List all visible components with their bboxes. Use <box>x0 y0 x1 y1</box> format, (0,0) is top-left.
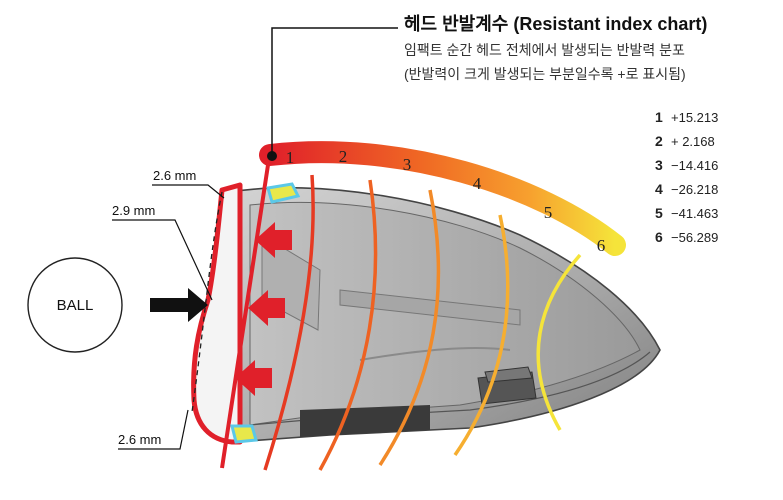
insert-top <box>266 182 301 204</box>
legend-value: −56.289 <box>671 230 719 245</box>
chart-subtitle-1: 임팩트 순간 헤드 전체에서 발생되는 반발력 분포 <box>404 42 685 58</box>
face-reference-dashed <box>191 191 223 413</box>
contour-line-4 <box>378 189 441 466</box>
legend-index: 6 <box>655 229 663 245</box>
legend-row: 3 −14.416 <box>655 153 780 177</box>
ball <box>27 257 123 353</box>
legend-row: 2 + 2.168 <box>655 129 780 153</box>
legend-value: −26.218 <box>671 182 719 197</box>
rib-detail-2 <box>339 289 521 326</box>
zone-number-6: 6 <box>597 236 606 255</box>
legend-index: 2 <box>655 133 663 149</box>
title-leader-line <box>271 27 398 156</box>
resistance-band <box>259 141 626 256</box>
legend-index: 1 <box>655 109 663 125</box>
chart-title: 헤드 반발계수 (Resistant index chart) <box>404 14 708 34</box>
zone-number-3: 3 <box>403 155 412 174</box>
legend-index: 3 <box>655 157 663 173</box>
impact-arrow-icon <box>150 288 208 322</box>
zone-number-5: 5 <box>544 203 553 222</box>
legend-row: 4 −26.218 <box>655 177 780 201</box>
legend-index: 4 <box>655 181 663 197</box>
leader-middle <box>112 219 213 301</box>
legend-value: + 2.168 <box>671 134 715 149</box>
legend-value: −41.463 <box>671 206 719 221</box>
face-plate <box>191 182 243 445</box>
zone-legend: 1 +15.213 2 + 2.168 3 −14.416 4 −26.218 5 −41… <box>655 105 780 249</box>
thickness-label-top: 2.6 mm <box>153 168 197 183</box>
cavity-ridge <box>359 347 511 361</box>
legend-row: 6 −56.289 <box>655 225 780 249</box>
legend-value: +15.213 <box>671 110 719 125</box>
zone-number-1: 1 <box>286 148 295 167</box>
thickness-label-bottom: 2.6 mm <box>118 432 162 447</box>
thickness-label-middle: 2.9 mm <box>112 203 156 218</box>
heel-block <box>300 405 430 437</box>
sole-line <box>249 351 651 426</box>
legend-value: −14.416 <box>671 158 719 173</box>
legend-row: 5 −41.463 <box>655 201 780 225</box>
force-arrow-middle-icon <box>248 290 285 326</box>
leader-bottom <box>118 409 189 450</box>
zone-number-4: 4 <box>473 174 482 193</box>
leader-top <box>152 184 225 199</box>
contour-line-5 <box>453 214 510 456</box>
contour-line-2 <box>263 174 315 471</box>
legend-index: 5 <box>655 205 663 221</box>
legend-row: 1 +15.213 <box>655 105 780 129</box>
contour-line-6 <box>536 253 582 431</box>
contour-line-3 <box>318 179 378 471</box>
chart-subtitle-2: (반발력이 크게 발생되는 부분일수록 +로 표시됨) <box>404 66 686 82</box>
zone-number-2: 2 <box>339 147 348 166</box>
insert-bottom <box>230 424 258 444</box>
ball-label: BALL <box>57 297 94 314</box>
force-arrow-top-icon <box>255 222 292 258</box>
face-red-line <box>220 164 270 469</box>
force-arrow-bottom-icon <box>235 360 272 396</box>
